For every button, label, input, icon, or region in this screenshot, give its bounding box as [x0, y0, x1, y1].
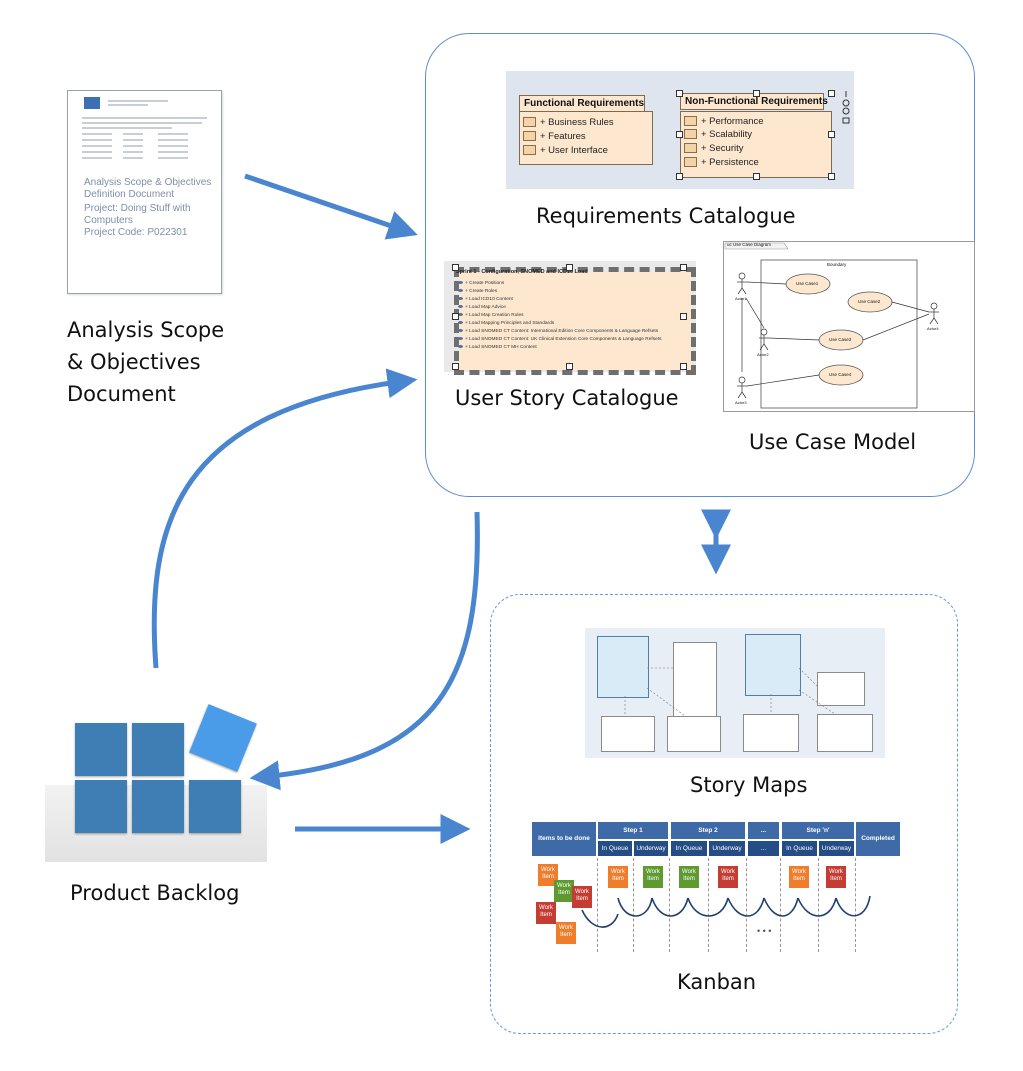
use-case-label: Use Case2 [858, 299, 881, 304]
use-case-diagram-tab: uc Use Case Diagram [727, 242, 772, 247]
story-map-card [745, 634, 801, 696]
requirements-catalogue-image: Functional Requirements + Business Rules… [506, 71, 854, 189]
kanban-subheader: Underway [819, 841, 854, 856]
arrow-doc-to-requirements [244, 173, 418, 240]
use-case-boundary-label: Boundary [827, 262, 847, 267]
story-map-note [601, 716, 655, 752]
kanban-header: Step 2 [671, 822, 745, 839]
backlog-tile [189, 780, 241, 833]
kanban-header: Step 1 [598, 822, 668, 839]
use-case-diagram [724, 242, 939, 409]
story-map-note [743, 714, 799, 752]
user-story-item: + Load SNOMED CT Content: International … [458, 329, 658, 334]
story-maps-image [585, 628, 885, 758]
backlog-tile [132, 780, 184, 833]
story-map-note [673, 642, 717, 726]
actor-label: Actor2 [757, 352, 769, 357]
backlog-tile [132, 723, 184, 776]
kanban-ellipsis: • • • [757, 926, 772, 936]
document-title-line: Project Code: P022301 [84, 227, 188, 238]
toolbar-icons [842, 91, 850, 124]
story-map-card [597, 636, 649, 698]
product-backlog-label: Product Backlog [70, 881, 240, 905]
kanban-subheader: ... [748, 841, 779, 856]
user-story-catalogue-image: Sprint 1 - Configuration, SNOMED and ICD… [444, 261, 696, 375]
document-title-line: Analysis Scope & Objectives [84, 177, 212, 188]
story-map-note [817, 672, 865, 706]
use-case-label: Use Case1 [796, 281, 819, 286]
kanban-header: Items to be done [532, 822, 596, 856]
user-story-item: + Load Mapping Principles and Standards [458, 321, 554, 326]
actor-label: Actor3 [735, 400, 747, 405]
actor-label: Actor1 [735, 296, 747, 301]
analysis-label-line: & Objectives [67, 350, 201, 374]
backlog-tile [75, 723, 127, 776]
analysis-document-label: Analysis Scope & Objectives Document [67, 314, 224, 410]
document-title-line: Project: Doing Stuff with [84, 203, 191, 214]
kanban-subheader: In Queue [671, 841, 707, 856]
story-map-note [817, 714, 873, 752]
non-functional-item: + Performance [684, 116, 764, 127]
actor-label: Actor4 [927, 326, 939, 331]
kanban-header: Step 'n' [782, 822, 854, 839]
use-case-model-label: Use Case Model [749, 430, 917, 454]
user-story-item: + Load SNOMED CT MH Content [458, 345, 537, 350]
functional-item: + User Interface [523, 145, 608, 156]
document-title-line: Computers [84, 215, 133, 226]
kanban-header: ... [748, 822, 779, 839]
requirements-catalogue-label: Requirements Catalogue [536, 204, 796, 228]
arrow-backlog-to-requirements [151, 368, 418, 669]
non-functional-item: + Persistence [684, 157, 759, 168]
kanban-subheader: In Queue [598, 841, 632, 856]
user-story-item: + Create Positions [458, 281, 504, 286]
actor-figures [737, 272, 939, 399]
user-story-title: Sprint 1 - Configuration, SNOMED and ICD… [456, 269, 588, 275]
kanban-subheader: In Queue [782, 841, 817, 856]
analysis-document-thumbnail: Analysis Scope & Objectives Definition D… [67, 90, 222, 294]
use-case-label: Use Case3 [829, 337, 852, 342]
kanban-flow-arcs [581, 895, 871, 928]
functional-item: + Business Rules [523, 117, 614, 128]
non-functional-item: + Security [684, 143, 744, 154]
user-story-item: + Load SNOMED CT Content: UK Clinical Ex… [458, 337, 662, 342]
kanban-label: Kanban [677, 970, 757, 994]
user-story-item: + Load Map Creation Rules [458, 313, 524, 318]
non-functional-item: + Scalability [684, 129, 752, 140]
functional-requirements-title: Functional Requirements [519, 95, 645, 112]
document-title-line: Definition Document [84, 189, 175, 200]
non-functional-requirements-title: Non-Functional Requirements [680, 93, 828, 110]
backlog-tile [75, 780, 127, 833]
document-logo [84, 97, 100, 109]
use-case-diagram-image: uc Use Case Diagram Boundary Use Case1 U… [723, 241, 975, 412]
kanban-subheader: Underway [634, 841, 668, 856]
story-maps-label: Story Maps [690, 773, 808, 797]
user-story-item: + Load Map Advice [458, 305, 506, 310]
user-story-item: + Create Roles [458, 289, 497, 294]
use-case-label: Use Case4 [829, 372, 852, 377]
story-map-note [667, 716, 721, 752]
user-story-catalogue-label: User Story Catalogue [455, 386, 679, 410]
kanban-board: Items to be done Step 1 Step 2 ... Step … [532, 822, 900, 952]
arrow-requirements-to-backlog [249, 511, 480, 791]
analysis-label-line: Document [67, 382, 176, 406]
analysis-label-line: Analysis Scope [67, 318, 225, 342]
functional-item: + Features [523, 131, 586, 142]
user-story-package [454, 267, 696, 375]
user-story-item: + Load ICD10 Content [458, 297, 513, 302]
kanban-header: Completed [856, 822, 900, 856]
story-map-connectors [624, 667, 836, 717]
kanban-subheader: Underway [709, 841, 745, 856]
